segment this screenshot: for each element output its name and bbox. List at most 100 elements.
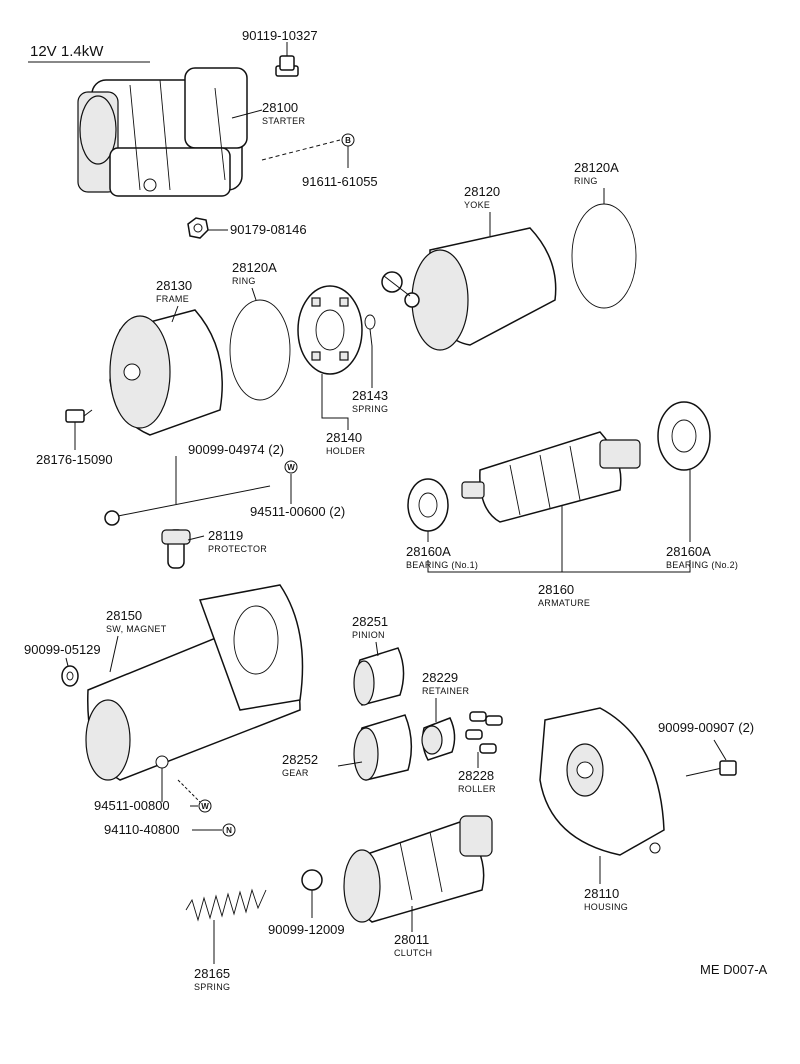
svg-text:28120A: 28120A (232, 260, 277, 275)
symbol-w-upper: W (284, 460, 298, 474)
svg-text:CLUTCH: CLUTCH (394, 948, 432, 958)
protector-28119-drawing (161, 529, 191, 569)
callout-94511-00800: 94511-00800 (94, 798, 170, 813)
leader-28130 (171, 305, 179, 323)
svg-text:28120: 28120 (464, 184, 500, 199)
rollers-28228-drawing (465, 711, 503, 754)
part-90099-05129-drawing (61, 665, 79, 687)
callout-90099-04974: 90099-04974 (2) (188, 442, 284, 457)
svg-text:B: B (345, 136, 351, 145)
callout-94511-00600: 94511-00600 (2) (250, 504, 345, 519)
callout-90099-12009: 90099-12009 (268, 922, 345, 937)
ring-28120a-mid-drawing (229, 299, 291, 401)
magnet-switch-28150-drawing (85, 584, 304, 781)
svg-text:91611-61055: 91611-61055 (302, 174, 378, 189)
svg-text:90099-04974 (2): 90099-04974 (2) (188, 442, 284, 457)
ring-28120a-top-drawing (571, 203, 637, 309)
symbol-w-lower: W (198, 799, 212, 813)
armature-28160-drawing (461, 431, 641, 523)
bearing-bracket-line (427, 560, 691, 573)
svg-text:SPRING: SPRING (194, 982, 230, 992)
bolt-90119-10327-drawing (275, 48, 299, 77)
callout-28160a-2: 28160A BEARING (No.2) (666, 544, 738, 570)
svg-text:94511-00600 (2): 94511-00600 (2) (250, 504, 345, 519)
callout-28119: 28119 PROTECTOR (208, 528, 267, 554)
spring-28165-drawing (185, 888, 267, 922)
clutch-28011-drawing (343, 815, 493, 923)
callout-28160a-1: 28160A BEARING (No.1) (406, 544, 478, 570)
svg-text:28110: 28110 (584, 886, 619, 901)
svg-text:28252: 28252 (282, 752, 318, 767)
svg-text:28100: 28100 (262, 100, 298, 115)
svg-text:28228: 28228 (458, 768, 494, 783)
svg-text:N: N (226, 826, 232, 835)
svg-text:28120A: 28120A (574, 160, 619, 175)
bolt-90099-00907-drawing (685, 760, 737, 777)
callout-94110-40800: 94110-40800 (104, 822, 180, 837)
svg-text:ARMATURE: ARMATURE (538, 598, 590, 608)
callout-28229: 28229 RETAINER (422, 670, 469, 696)
svg-text:90119-10327: 90119-10327 (242, 28, 318, 43)
svg-text:90099-00907 (2): 90099-00907 (2) (658, 720, 754, 735)
svg-text:28160A: 28160A (406, 544, 451, 559)
frame-28130-drawing (109, 309, 223, 436)
leader-28100 (231, 109, 263, 119)
through-bolt-90099-04974-drawing (104, 485, 271, 526)
callout-28143: 28143 SPRING (352, 388, 388, 414)
leader-90099-00907 (713, 739, 727, 761)
svg-text:RING: RING (232, 276, 256, 286)
svg-text:STARTER: STARTER (262, 116, 305, 126)
svg-text:HOLDER: HOLDER (326, 446, 366, 456)
nut-90179-08146-drawing (187, 217, 209, 239)
svg-text:28119: 28119 (208, 528, 243, 543)
callout-28100: 28100 STARTER (262, 100, 305, 126)
bearing-28160a-no1-drawing (407, 478, 449, 532)
diagram-code: ME D007-A (700, 962, 768, 977)
callout-90119-10327: 90119-10327 (242, 28, 318, 43)
callout-90099-00907: 90099-00907 (2) (658, 720, 754, 735)
callout-28150: 28150 SW, MAGNET (106, 608, 167, 634)
callout-28120: 28120 YOKE (464, 184, 500, 210)
svg-text:28130: 28130 (156, 278, 192, 293)
callout-28252: 28252 GEAR (282, 752, 318, 778)
svg-text:90179-08146: 90179-08146 (230, 222, 307, 237)
yoke-28120-drawing (381, 227, 557, 351)
svg-text:GEAR: GEAR (282, 768, 309, 778)
callout-28011: 28011 CLUTCH (394, 932, 432, 958)
leader-28140 (321, 374, 349, 430)
bearing-28160a-no2-drawing (657, 401, 711, 471)
svg-text:28176-15090: 28176-15090 (36, 452, 113, 467)
housing-28110-drawing (539, 707, 665, 856)
spring-28143-drawing (364, 314, 376, 347)
callout-28130: 28130 FRAME (156, 278, 192, 304)
callout-90099-05129: 90099-05129 (24, 642, 101, 657)
symbol-b: B (341, 133, 355, 147)
leader-28150 (109, 635, 119, 673)
callout-28176-15090: 28176-15090 (36, 452, 113, 467)
svg-text:28229: 28229 (422, 670, 458, 685)
leader-90099-05129 (65, 657, 69, 667)
callout-91611-61055: 91611-61055 (302, 174, 378, 189)
ball-90099-12009-drawing (301, 869, 323, 891)
callout-90179-08146: 90179-08146 (230, 222, 307, 237)
symbol-n: N (222, 823, 236, 837)
svg-text:28143: 28143 (352, 388, 388, 403)
svg-text:RING: RING (574, 176, 598, 186)
svg-text:W: W (287, 463, 295, 472)
callout-28120a-mid: 28120A RING (232, 260, 277, 286)
svg-text:28011: 28011 (394, 932, 429, 947)
svg-text:SW, MAGNET: SW, MAGNET (106, 624, 167, 634)
leader-28252 (337, 761, 363, 767)
leader-94511-00800-b (177, 779, 201, 803)
part-28176-15090-drawing (65, 409, 93, 423)
callout-28165: 28165 SPRING (194, 966, 230, 992)
svg-text:BEARING (No.2): BEARING (No.2) (666, 560, 738, 570)
svg-text:RETAINER: RETAINER (422, 686, 469, 696)
holder-28140-drawing (297, 285, 363, 375)
svg-text:PROTECTOR: PROTECTOR (208, 544, 267, 554)
svg-text:BEARING (No.1): BEARING (No.1) (406, 560, 478, 570)
retainer-28229-drawing (421, 717, 456, 761)
svg-text:28150: 28150 (106, 608, 142, 623)
callout-28140: 28140 HOLDER (326, 430, 366, 456)
